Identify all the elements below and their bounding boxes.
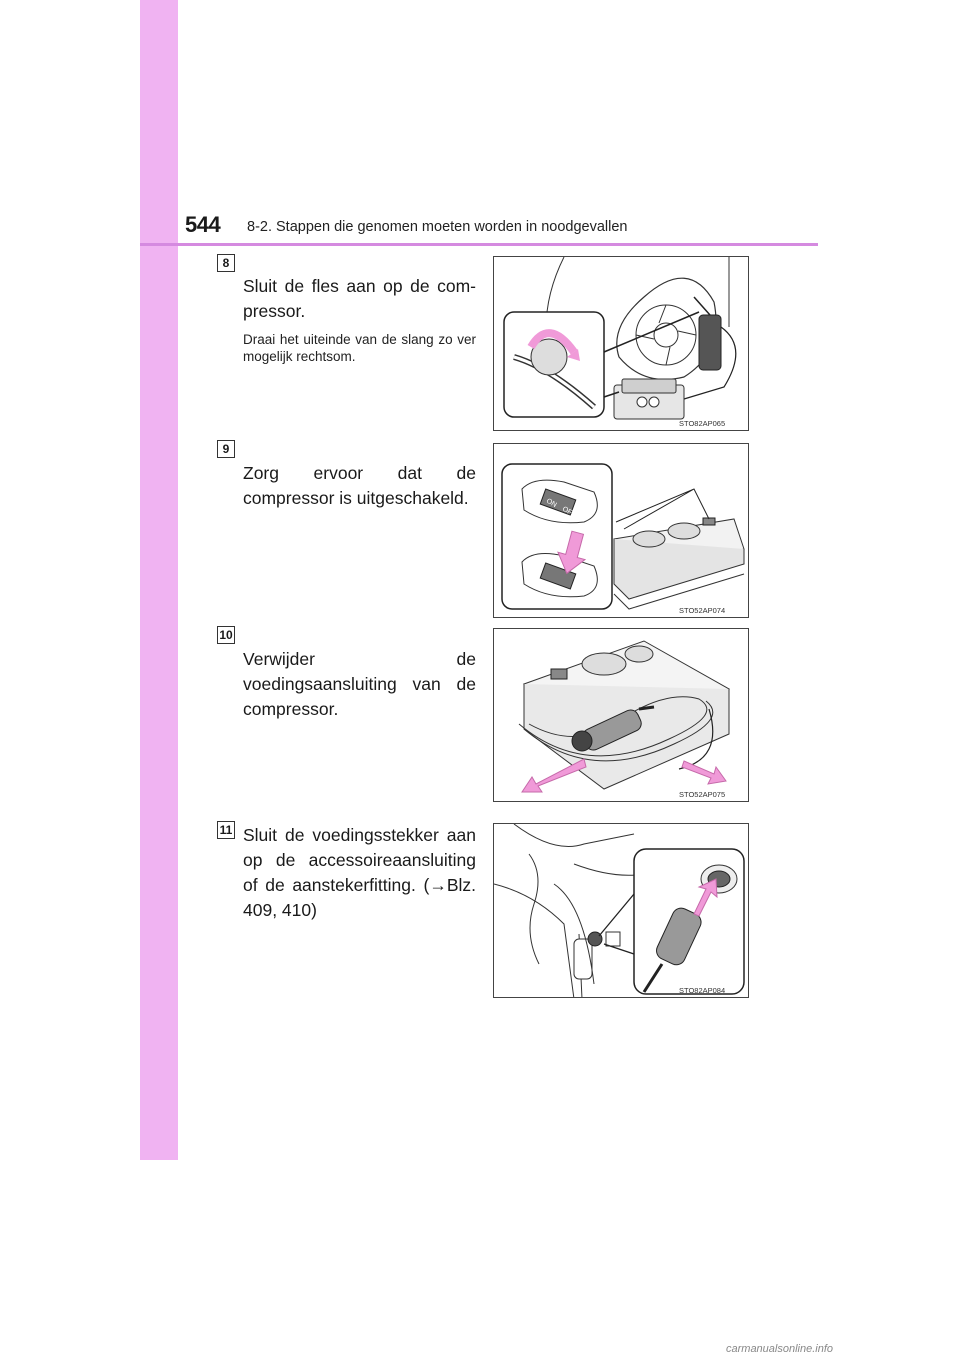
watermark: carmanualsonline.info <box>726 1343 834 1355</box>
figure-unplug-cable: STO52AP075 <box>493 628 749 802</box>
figure-code: STO52AP075 <box>679 790 725 799</box>
step-instruction: Verwijder de voedingsaansluiting van de … <box>243 649 476 719</box>
step-instruction: Sluit de voedingsstekker aan op de acces… <box>243 825 476 920</box>
step-instruction: Zorg ervoor dat de compressor is uitgesc… <box>243 463 476 508</box>
compressor-switch-off-illustration: ON OFF STO52AP074 <box>501 463 745 615</box>
power-outlet-plug-illustration: STO82AP084 <box>494 824 745 997</box>
step-note: Draai het uiteinde van de slang zo ver m… <box>243 332 476 364</box>
figure-code: STO82AP084 <box>679 986 725 995</box>
figure-code: STO82AP065 <box>679 419 725 428</box>
unplug-power-cable-illustration: STO52AP075 <box>518 640 731 799</box>
figure-code: STO52AP074 <box>679 606 725 615</box>
page-number: 544 <box>185 212 221 237</box>
section-side-band <box>140 0 178 1160</box>
step-number-badge: 10 <box>217 626 235 644</box>
step-instruction: Sluit de fles aan op de com-pressor. <box>243 276 476 321</box>
header-divider <box>140 243 818 246</box>
figure-bottle-to-compressor: STO82AP065 <box>493 256 749 431</box>
switch-on-label: ON <box>545 498 558 509</box>
figure-compressor-switch: ON OFF STO52AP074 <box>493 443 749 618</box>
step-number-badge: 9 <box>217 440 235 458</box>
section-title: 8-2. Stappen die genomen moeten worden i… <box>247 219 628 235</box>
figure-power-outlet: STO82AP084 <box>493 823 749 998</box>
bottle-to-compressor-illustration: STO82AP065 <box>503 257 737 428</box>
step-number-badge: 11 <box>217 821 235 839</box>
step-number-badge: 8 <box>217 254 235 272</box>
